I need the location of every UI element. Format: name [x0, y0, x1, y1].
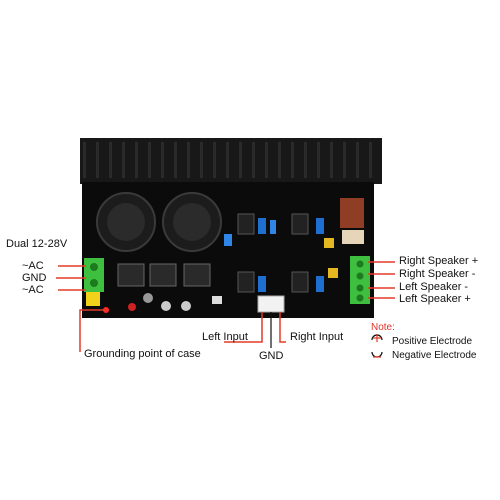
- right-speaker-minus-label: Right Speaker -: [399, 268, 476, 280]
- filter-capacitors: [96, 192, 222, 252]
- op-amp-chips: [237, 213, 309, 293]
- heatsink: [80, 138, 382, 184]
- input-gnd-label: GND: [259, 350, 284, 362]
- left-input-label: Left Input: [202, 331, 248, 343]
- leader-lines: [56, 261, 395, 352]
- right-speaker-plus-label: Right Speaker +: [399, 255, 479, 267]
- left-speaker-minus-label: Left Speaker -: [399, 281, 469, 293]
- input-connector: [257, 295, 285, 313]
- heatsink-fins: [83, 142, 372, 178]
- positive-electrode-icon: [371, 334, 383, 342]
- right-input-label: Right Input: [290, 331, 344, 343]
- note-title: Note:: [371, 322, 395, 333]
- power-transistors: [117, 263, 211, 287]
- relay: [340, 198, 364, 228]
- gnd-power-label: GND: [22, 272, 47, 284]
- power-terminal: [84, 258, 104, 306]
- positive-electrode-label: Positive Electrode: [392, 336, 473, 347]
- small-components: [143, 218, 338, 311]
- left-speaker-plus-label: Left Speaker +: [399, 293, 471, 305]
- supply-voltage-label: Dual 12-28V: [6, 238, 68, 250]
- negative-electrode-label: Negative Electrode: [392, 350, 477, 361]
- speaker-terminal: [350, 256, 370, 304]
- negative-electrode-icon: [371, 351, 383, 358]
- grounding-case-label: Grounding point of case: [84, 348, 201, 360]
- ac-top-label: ~AC: [22, 260, 44, 272]
- ac-bottom-label: ~AC: [22, 284, 44, 296]
